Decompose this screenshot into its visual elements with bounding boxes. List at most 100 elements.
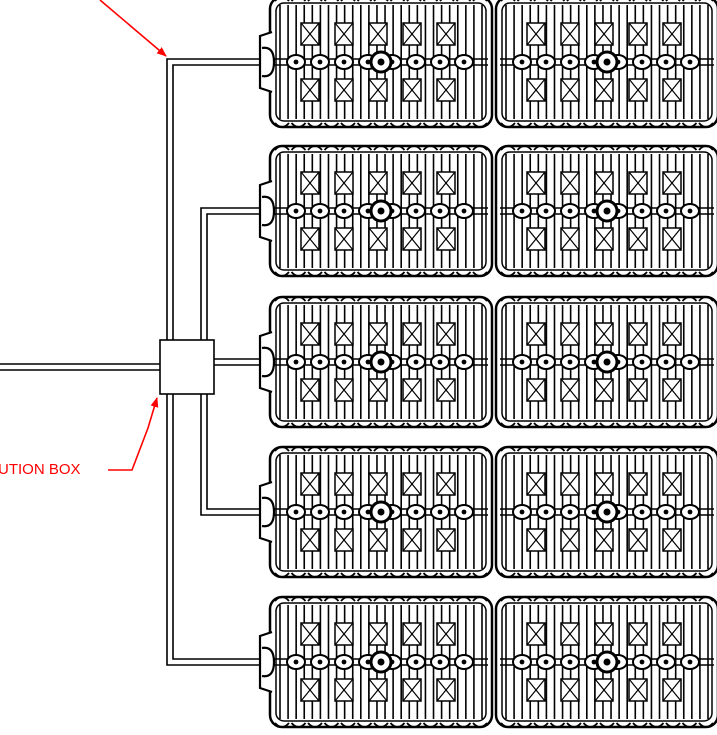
- chamber-bottom-scallop: [566, 722, 582, 728]
- chamber-inner-outline: [501, 452, 713, 572]
- chamber-frame-cross: [368, 622, 388, 646]
- chamber-bottom-scallop: [274, 422, 290, 428]
- chamber-frame-cross: [334, 378, 354, 402]
- chamber-frame-cross: [402, 528, 422, 552]
- chamber-bottom-scallop: [307, 572, 323, 578]
- chamber-connector-dot: [365, 208, 371, 214]
- chamber-frame-cross: [402, 322, 422, 346]
- chamber-top-scallop: [599, 446, 615, 452]
- inlet-end-cap: [258, 30, 276, 94]
- chamber-bottom-scallop: [648, 422, 665, 428]
- chamber-top-scallop: [472, 296, 488, 302]
- chamber-bottom-scallop: [356, 422, 373, 428]
- chamber-bottom-scallop: [665, 271, 681, 277]
- chamber-bottom-scallop: [549, 722, 566, 728]
- chamber-top-scallop: [455, 596, 472, 602]
- chamber-bottom-scallop: [648, 122, 665, 128]
- chamber-frame-cross: [662, 378, 682, 402]
- chamber-bottom-scallop: [323, 422, 340, 428]
- chamber-bottom-scallop: [500, 722, 516, 728]
- chamber-frame-cross: [402, 678, 422, 702]
- chamber-inner-outline: [501, 2, 713, 122]
- chamber-inspection-port-center: [603, 58, 611, 66]
- chamber-frame-cross: [436, 78, 456, 102]
- chamber-bottom-scallop: [681, 271, 698, 277]
- chamber-bottom-scallop: [599, 422, 615, 428]
- inlet-end-cap: [258, 630, 276, 694]
- chamber-bottom-scallop: [533, 271, 549, 277]
- chamber-bottom-scallop: [516, 271, 533, 277]
- chamber-inner-outline: [275, 602, 487, 722]
- chamber-frame-cross: [662, 472, 682, 496]
- chamber-connector-dot: [317, 659, 323, 665]
- lateral-pipe-row-2: [206, 213, 260, 340]
- chamber-frame-cross: [300, 78, 320, 102]
- chamber-top-scallop: [406, 145, 422, 151]
- chamber-connector-dot: [365, 509, 371, 515]
- chamber-top-scallop: [373, 446, 389, 452]
- chamber-top-scallop: [340, 296, 356, 302]
- chamber-top-scallop: [307, 596, 323, 602]
- chamber-top-scallop: [455, 296, 472, 302]
- chamber-bottom-scallop: [632, 271, 648, 277]
- chamber-connector-dot: [437, 208, 443, 214]
- chamber-frame-cross: [628, 322, 648, 346]
- chamber-unit: [494, 144, 717, 278]
- chamber-top-scallop: [389, 296, 406, 302]
- chamber-bottom-scallop: [582, 122, 599, 128]
- chamber-bottom-scallop: [290, 422, 307, 428]
- chamber-top-scallop: [340, 145, 356, 151]
- chamber-frame-cross: [436, 227, 456, 251]
- chamber-top-scallop: [648, 145, 665, 151]
- chamber-bottom-scallop: [323, 722, 340, 728]
- chamber-top-scallop: [582, 296, 599, 302]
- chamber-top-scallop: [340, 596, 356, 602]
- lateral-pipe-row-4: [200, 394, 260, 516]
- chamber-top-scallop: [422, 145, 439, 151]
- chamber-connector-dot: [413, 59, 419, 65]
- chamber-inner-outline: [275, 302, 487, 422]
- chamber-frame-cross: [526, 22, 546, 46]
- chamber-top-scallop: [307, 145, 323, 151]
- chamber-top-scallop: [500, 296, 516, 302]
- chamber-bottom-scallop: [323, 572, 340, 578]
- chamber-top-scallop: [566, 596, 582, 602]
- chamber-bottom-scallop: [632, 722, 648, 728]
- chamber-frame-cross: [368, 472, 388, 496]
- chamber-bottom-scallop: [549, 422, 566, 428]
- chamber-bottom-scallop: [406, 422, 422, 428]
- chamber-bottom-scallop: [516, 722, 533, 728]
- chamber-inspection-port-center: [603, 658, 611, 666]
- chamber-unit: [268, 0, 494, 129]
- chamber-bottom-scallop: [665, 122, 681, 128]
- chamber-top-scallop: [406, 296, 422, 302]
- chamber-bottom-scallop: [389, 122, 406, 128]
- chamber-connector-dot: [293, 509, 299, 515]
- chamber-frame-cross: [594, 171, 614, 195]
- chamber-frame-cross: [560, 322, 580, 346]
- chamber-top-scallop: [681, 296, 698, 302]
- chamber-top-scallop: [681, 145, 698, 151]
- chamber-connector-dot: [293, 659, 299, 665]
- chamber-bottom-scallop: [422, 271, 439, 277]
- chamber-frame-cross: [560, 378, 580, 402]
- chamber-top-scallop: [373, 296, 389, 302]
- chamber-top-scallop: [389, 446, 406, 452]
- chamber-connector-dot: [639, 509, 645, 515]
- chamber-bottom-scallop: [472, 122, 488, 128]
- top-callout-leader: [99, 0, 167, 57]
- chamber-connector-dot: [687, 509, 693, 515]
- chamber-top-scallop: [681, 596, 698, 602]
- chamber-frame-cross: [662, 22, 682, 46]
- chamber-bottom-scallop: [615, 271, 632, 277]
- chamber-frame-cross: [300, 322, 320, 346]
- chamber-top-scallop: [356, 596, 373, 602]
- chamber-top-scallop: [516, 296, 533, 302]
- chamber-connector-dot: [519, 359, 525, 365]
- chamber-top-scallop: [681, 446, 698, 452]
- callout-leaders: [99, 0, 167, 471]
- chamber-frame-cross: [368, 378, 388, 402]
- chamber-top-scallop: [290, 296, 307, 302]
- chamber-top-scallop: [549, 596, 566, 602]
- chamber-frame-cross: [402, 78, 422, 102]
